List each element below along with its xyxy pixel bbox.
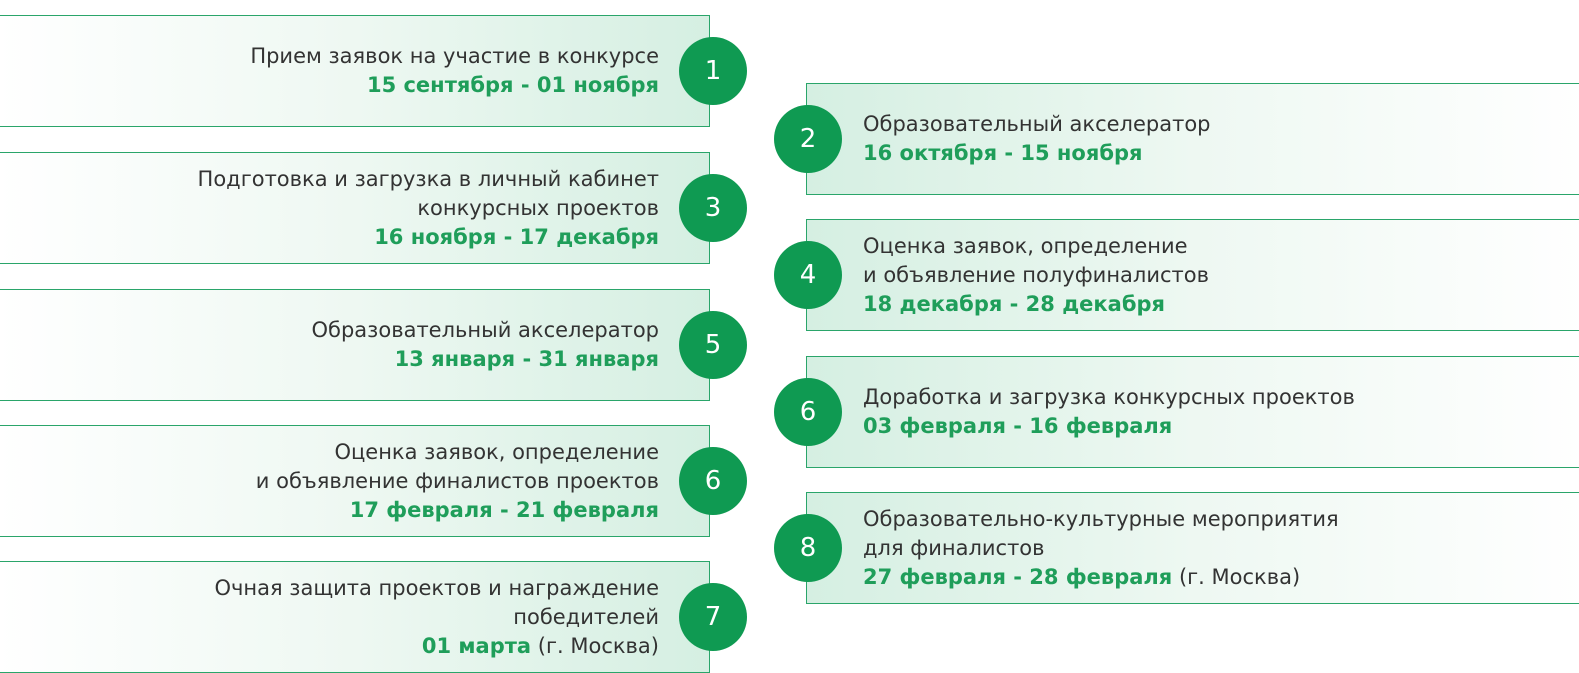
stage-title-line: победителей xyxy=(513,604,659,629)
stage-title-line: и объявление полуфиналистов xyxy=(863,262,1209,287)
stage-title-line: Оценка заявок, определение xyxy=(334,439,659,464)
stage-title-line: Доработка и загрузка конкурсных проектов xyxy=(863,385,1355,409)
stage-date-line: 01 марта (г. Москва) xyxy=(0,632,659,661)
stage-title-line: Оценка заявок, определение xyxy=(863,233,1188,258)
stage-date: 03 февраля - 16 февраля xyxy=(863,414,1173,438)
stage-date: 27 февраля - 28 февраля xyxy=(863,564,1173,589)
stage-title-line: Очная защита проектов и награждение xyxy=(214,575,659,600)
stage-date: 01 марта xyxy=(421,633,532,658)
stage-location: (г. Москва) xyxy=(1172,564,1301,589)
stage-date: 16 октября - 15 ноября xyxy=(863,141,1143,165)
stage-card: Доработка и загрузка конкурсных проектов… xyxy=(806,356,1579,468)
stage-date-line: 18 декабря - 28 декабря xyxy=(863,290,1579,319)
stage-number-badge: 5 xyxy=(679,311,747,379)
stage-date-line: 03 февраля - 16 февраля xyxy=(863,412,1579,441)
stage-number-badge: 3 xyxy=(679,174,747,242)
stage-title-line: Подготовка и загрузка в личный кабинет xyxy=(197,166,659,191)
stage-number-badge: 8 xyxy=(774,514,842,582)
stage-card: Образовательно-культурные мероприятия для… xyxy=(806,492,1579,604)
stage-title-line: для финалистов xyxy=(863,535,1045,560)
stage-number-badge: 6 xyxy=(679,447,747,515)
stage-number-badge: 7 xyxy=(679,583,747,651)
stage-card: Очная защита проектов и награждение побед… xyxy=(0,561,710,673)
stage-date-line: 17 февраля - 21 февраля xyxy=(0,496,659,525)
stage-card: Образовательный акселератор 16 октября - … xyxy=(806,83,1579,195)
stage-date: 17 февраля - 21 февраля xyxy=(349,497,659,522)
stage-date-line: 16 ноября - 17 декабря xyxy=(0,223,659,252)
stage-date-line: 13 января - 31 января xyxy=(0,345,659,374)
stage-title-line: Образовательный акселератор xyxy=(863,112,1211,136)
stage-date: 13 января - 31 января xyxy=(394,347,659,371)
stage-date: 18 декабря - 28 декабря xyxy=(863,291,1166,316)
stage-card: Прием заявок на участие в конкурсе 15 сен… xyxy=(0,15,710,127)
stage-title-line: конкурсных проектов xyxy=(417,195,659,220)
stage-number-badge: 2 xyxy=(774,105,842,173)
stage-date: 16 ноября - 17 декабря xyxy=(374,224,659,249)
stage-card: Образовательный акселератор 13 января - 3… xyxy=(0,289,710,401)
stage-date: 15 сентября - 01 ноября xyxy=(366,73,659,97)
stage-location: (г. Москва) xyxy=(531,633,659,658)
stage-date-line: 16 октября - 15 ноября xyxy=(863,139,1579,168)
stage-number-badge: 1 xyxy=(679,37,747,105)
stage-title-line: Образовательно-культурные мероприятия xyxy=(863,506,1339,531)
stage-title-line: Образовательный акселератор xyxy=(311,318,660,342)
stage-title-line: и объявление финалистов проектов xyxy=(255,468,659,493)
stage-date-line: 27 февраля - 28 февраля (г. Москва) xyxy=(863,563,1579,592)
stage-number-badge: 6 xyxy=(774,378,842,446)
stage-title-line: Прием заявок на участие в конкурсе xyxy=(250,44,659,68)
stage-card: Оценка заявок, определение и объявление ф… xyxy=(0,425,710,537)
stage-date-line: 15 сентября - 01 ноября xyxy=(0,71,659,100)
stage-card: Подготовка и загрузка в личный кабинет ко… xyxy=(0,152,710,264)
stage-number-badge: 4 xyxy=(774,241,842,309)
stage-card: Оценка заявок, определение и объявление п… xyxy=(806,219,1579,331)
